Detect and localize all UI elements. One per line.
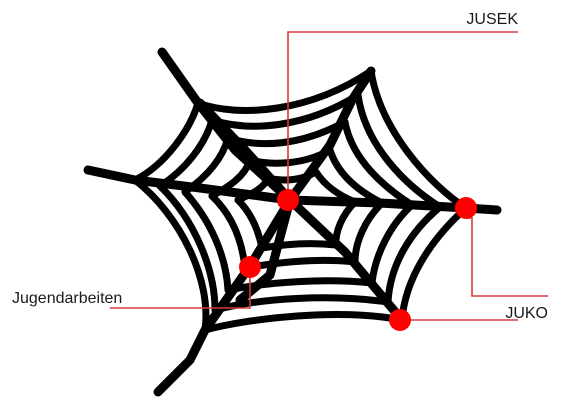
leader-line-juko xyxy=(466,208,548,296)
web-ring-4-bottom xyxy=(245,260,355,268)
web-ring-3-right xyxy=(345,122,412,205)
web-ring-5-bottom xyxy=(262,244,336,248)
node-marker-juko xyxy=(389,309,411,331)
web-ring-outer-upper-left xyxy=(135,103,198,180)
label-juko: JUKO xyxy=(505,305,548,322)
web-ring-2-right xyxy=(358,95,440,207)
node-marker-jugendarbeiten xyxy=(239,256,261,278)
label-jugendarbeiten: Jugendarbeiten xyxy=(12,290,122,307)
label-jusek: JUSEK xyxy=(466,11,518,28)
web-ring-5-lower-right xyxy=(336,202,355,245)
web-ring-5-top xyxy=(268,172,316,180)
web-ring-outer-lower-right xyxy=(402,208,466,320)
web-ring-3-upper-left xyxy=(185,138,228,192)
web-ring-outer-bottom xyxy=(205,315,402,330)
node-marker-right xyxy=(455,197,477,219)
node-marker-jusek xyxy=(277,189,299,211)
